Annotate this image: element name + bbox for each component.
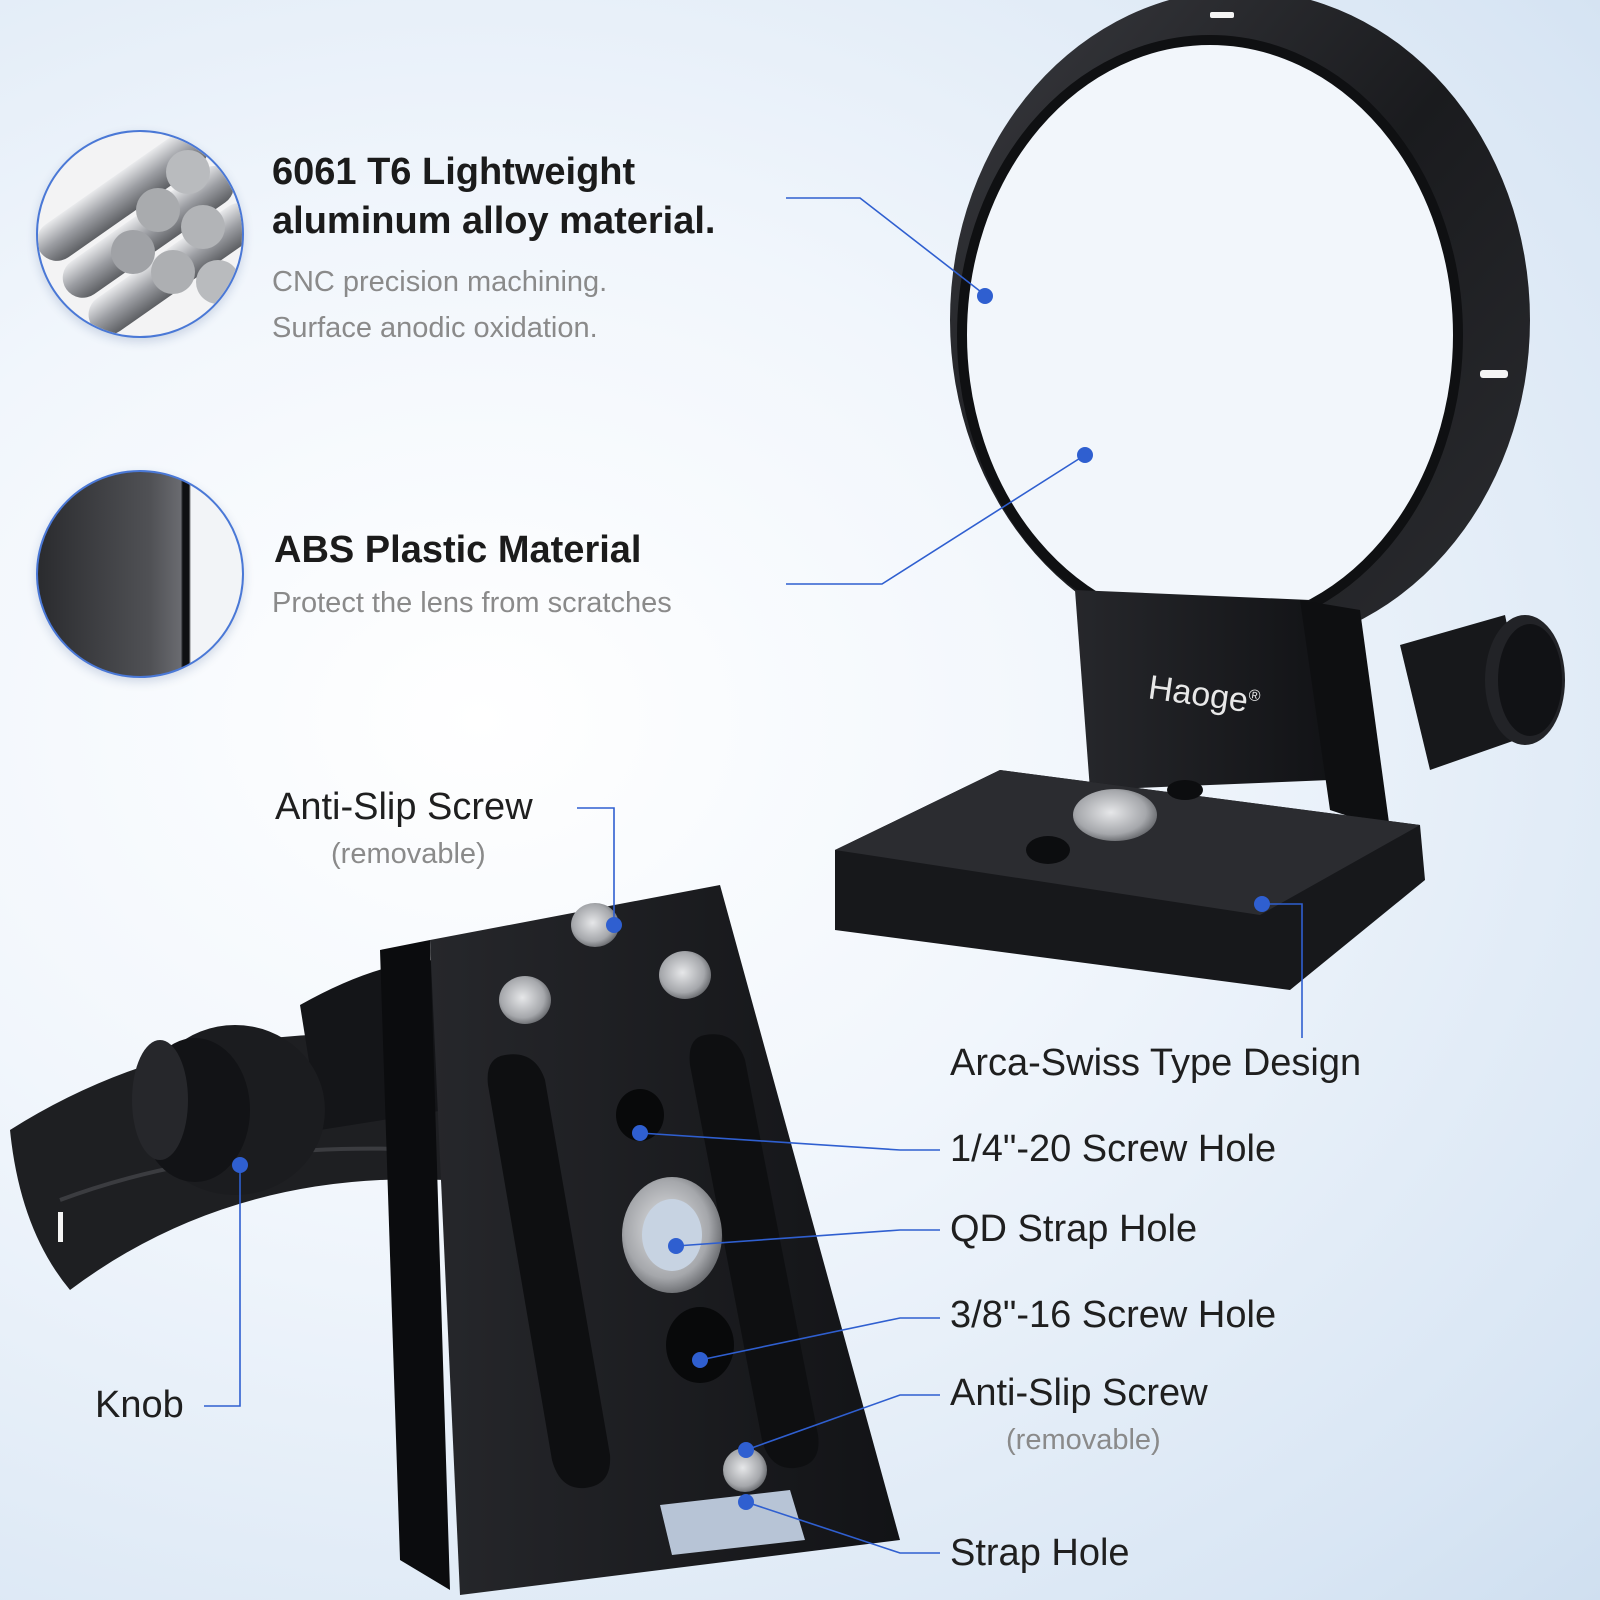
abs-plastic-swatch xyxy=(36,470,244,678)
callout-anti-slip-top-note: (removable) xyxy=(331,838,486,870)
callout-lines xyxy=(204,197,1303,1554)
callout-anti-slip-top-label: Anti-Slip Screw xyxy=(275,786,533,828)
callout-qd-strap-label: QD Strap Hole xyxy=(950,1208,1198,1250)
callout-threeeighth-screw-label: 3/8"-16 Screw Hole xyxy=(950,1294,1277,1336)
aluminum-rods-swatch xyxy=(36,130,244,338)
aluminum-sub-line1: CNC precision machining. xyxy=(272,266,608,298)
callout-quarter-screw-label: 1/4"-20 Screw Hole xyxy=(950,1128,1277,1170)
abs-sub: Protect the lens from scratches xyxy=(272,587,672,619)
lens-collar-ring xyxy=(950,0,1530,650)
aluminum-title-line1: 6061 T6 Lightweight xyxy=(272,151,636,193)
aluminum-rods-icon xyxy=(38,132,242,335)
collar-knob xyxy=(1400,615,1565,770)
callout-arca-swiss-label: Arca-Swiss Type Design xyxy=(950,1042,1362,1084)
callout-anti-slip-bottom-note: (removable) xyxy=(1006,1424,1161,1456)
brand-registered-mark: ® xyxy=(1247,686,1262,706)
aluminum-title-line2: aluminum alloy material. xyxy=(272,200,716,242)
arca-plate xyxy=(380,885,900,1595)
callout-knob-label: Knob xyxy=(95,1384,184,1426)
collar-foot xyxy=(835,590,1425,990)
abs-title: ABS Plastic Material xyxy=(274,529,642,571)
callout-dots xyxy=(232,288,1270,1510)
callout-anti-slip-bottom-label: Anti-Slip Screw xyxy=(950,1372,1208,1414)
callout-strap-hole-label: Strap Hole xyxy=(950,1532,1130,1574)
aluminum-sub-line2: Surface anodic oxidation. xyxy=(272,312,598,344)
lens-collar-side xyxy=(10,960,445,1290)
